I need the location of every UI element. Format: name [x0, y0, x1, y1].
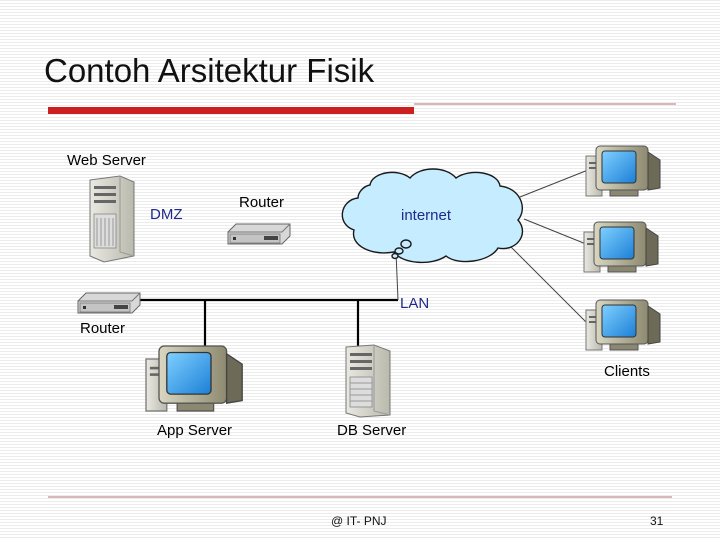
- footer-credit: @ IT- PNJ: [331, 514, 387, 528]
- label-web-server: Web Server: [67, 152, 146, 169]
- page-number: 31: [650, 514, 664, 528]
- label-internet: internet: [401, 207, 452, 224]
- internet-cloud-icon: [341, 168, 524, 263]
- label-router-top: Router: [239, 194, 285, 211]
- client-2-icon: [583, 221, 659, 273]
- slide-title: Contoh Arsitektur Fisik: [44, 52, 375, 89]
- label-db-server: DB Server: [337, 422, 407, 439]
- web-server-icon: [89, 175, 135, 263]
- app-server-icon: [145, 345, 243, 412]
- internet-links: [395, 169, 589, 325]
- client-3-icon: [585, 299, 661, 351]
- label-lan: LAN: [400, 295, 430, 312]
- label-dmz: DMZ: [150, 206, 183, 223]
- label-clients: Clients: [604, 363, 650, 380]
- router-top-icon: [227, 223, 291, 245]
- connection-lines: [125, 298, 398, 352]
- client-1-icon: [585, 145, 661, 197]
- label-router-left: Router: [80, 320, 126, 337]
- db-server-icon: [345, 344, 391, 418]
- router-left-icon: [77, 292, 141, 314]
- title-accent-bar: [48, 107, 414, 114]
- label-app-server: App Server: [157, 422, 233, 439]
